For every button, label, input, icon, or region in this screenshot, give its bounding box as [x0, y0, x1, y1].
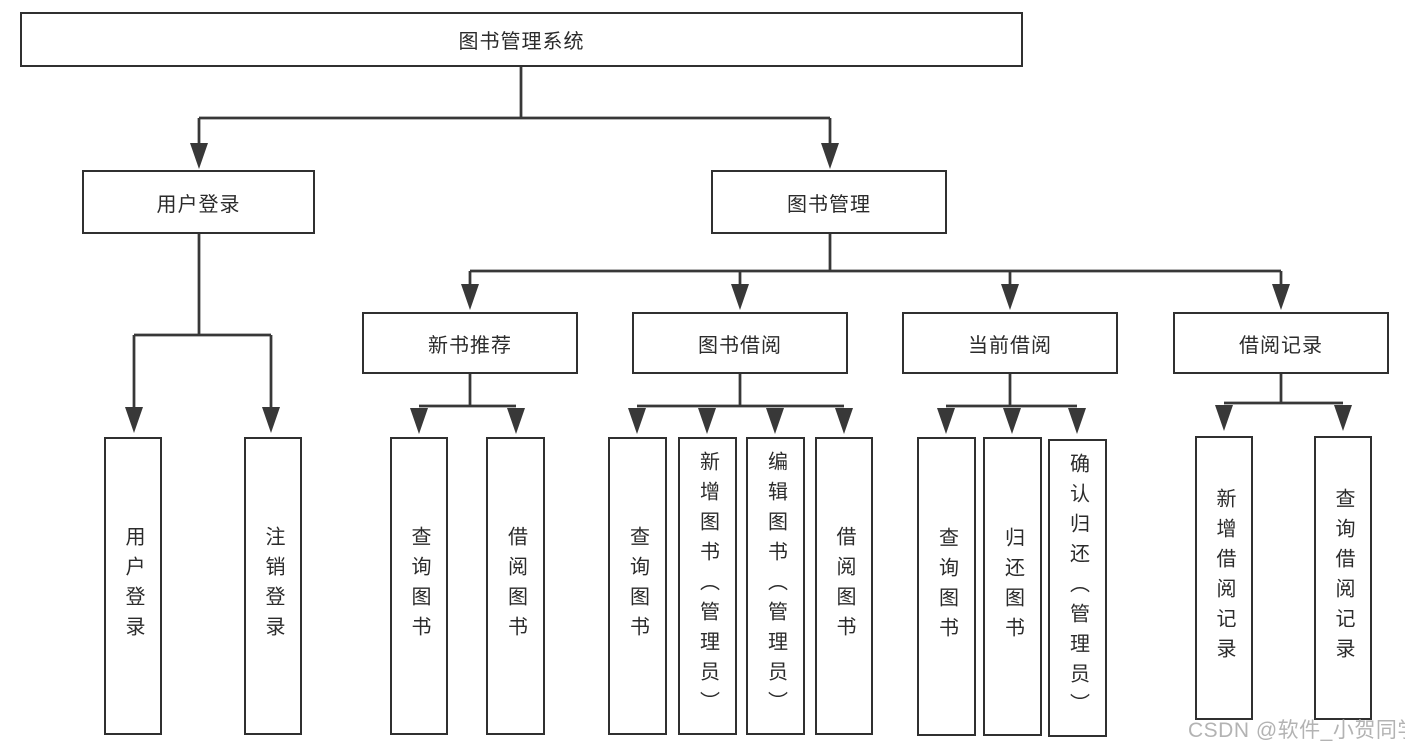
leaf-add-borrow-record: 新增借阅记录 — [1195, 436, 1253, 720]
leaf-label: 确认归还（管理员） — [1066, 453, 1089, 723]
leaf-label: 归还图书 — [1001, 526, 1024, 647]
leaf-label: 借阅图书 — [833, 526, 855, 646]
leaf-label: 新增借阅记录 — [1213, 488, 1235, 668]
leaf-label: 编辑图书（管理员） — [764, 451, 787, 721]
node-book-management: 图书管理 — [711, 170, 947, 234]
leaf-label: 查询图书 — [935, 526, 958, 647]
node-label: 当前借阅 — [968, 334, 1052, 357]
leaf-edit-books-admin: 编辑图书（管理员） — [746, 437, 805, 735]
leaf-label: 新增图书（管理员） — [696, 451, 719, 721]
csdn-watermark: CSDN @软件_小贺同学 — [1188, 719, 1405, 742]
leaf-label: 用户登录 — [122, 526, 144, 646]
leaf-label: 查询图书 — [626, 526, 649, 646]
node-label: 图书管理 — [787, 193, 871, 216]
leaf-borrow-books-recommend: 借阅图书 — [486, 437, 545, 735]
node-borrowing-records: 借阅记录 — [1173, 312, 1389, 374]
leaf-logout: 注销登录 — [244, 437, 302, 735]
leaf-query-borrow-record: 查询借阅记录 — [1314, 436, 1372, 720]
leaf-borrow-books-borrowing: 借阅图书 — [815, 437, 873, 735]
node-label: 用户登录 — [156, 193, 241, 216]
node-label: 图书管理系统 — [458, 31, 585, 53]
node-current-borrowing: 当前借阅 — [902, 312, 1118, 374]
leaf-query-books-current: 查询图书 — [917, 437, 976, 736]
node-label: 借阅记录 — [1239, 334, 1323, 357]
node-label: 图书借阅 — [698, 334, 782, 357]
leaf-label: 查询图书 — [408, 526, 430, 646]
leaf-label: 注销登录 — [262, 526, 284, 646]
leaf-confirm-return-admin: 确认归还（管理员） — [1048, 439, 1107, 737]
node-book-borrowing: 图书借阅 — [632, 312, 848, 374]
leaf-label: 借阅图书 — [504, 526, 527, 646]
node-new-book-recommendation: 新书推荐 — [362, 312, 578, 374]
leaf-add-books-admin: 新增图书（管理员） — [678, 437, 737, 735]
node-library-management-system: 图书管理系统 — [20, 12, 1023, 67]
leaf-label: 查询借阅记录 — [1332, 488, 1354, 668]
leaf-query-books-recommend: 查询图书 — [390, 437, 448, 735]
leaf-user-login: 用户登录 — [104, 437, 162, 735]
node-label: 新书推荐 — [428, 334, 512, 357]
leaf-query-books-borrowing: 查询图书 — [608, 437, 667, 735]
node-user-login: 用户登录 — [82, 170, 315, 234]
leaf-return-books: 归还图书 — [983, 437, 1042, 736]
